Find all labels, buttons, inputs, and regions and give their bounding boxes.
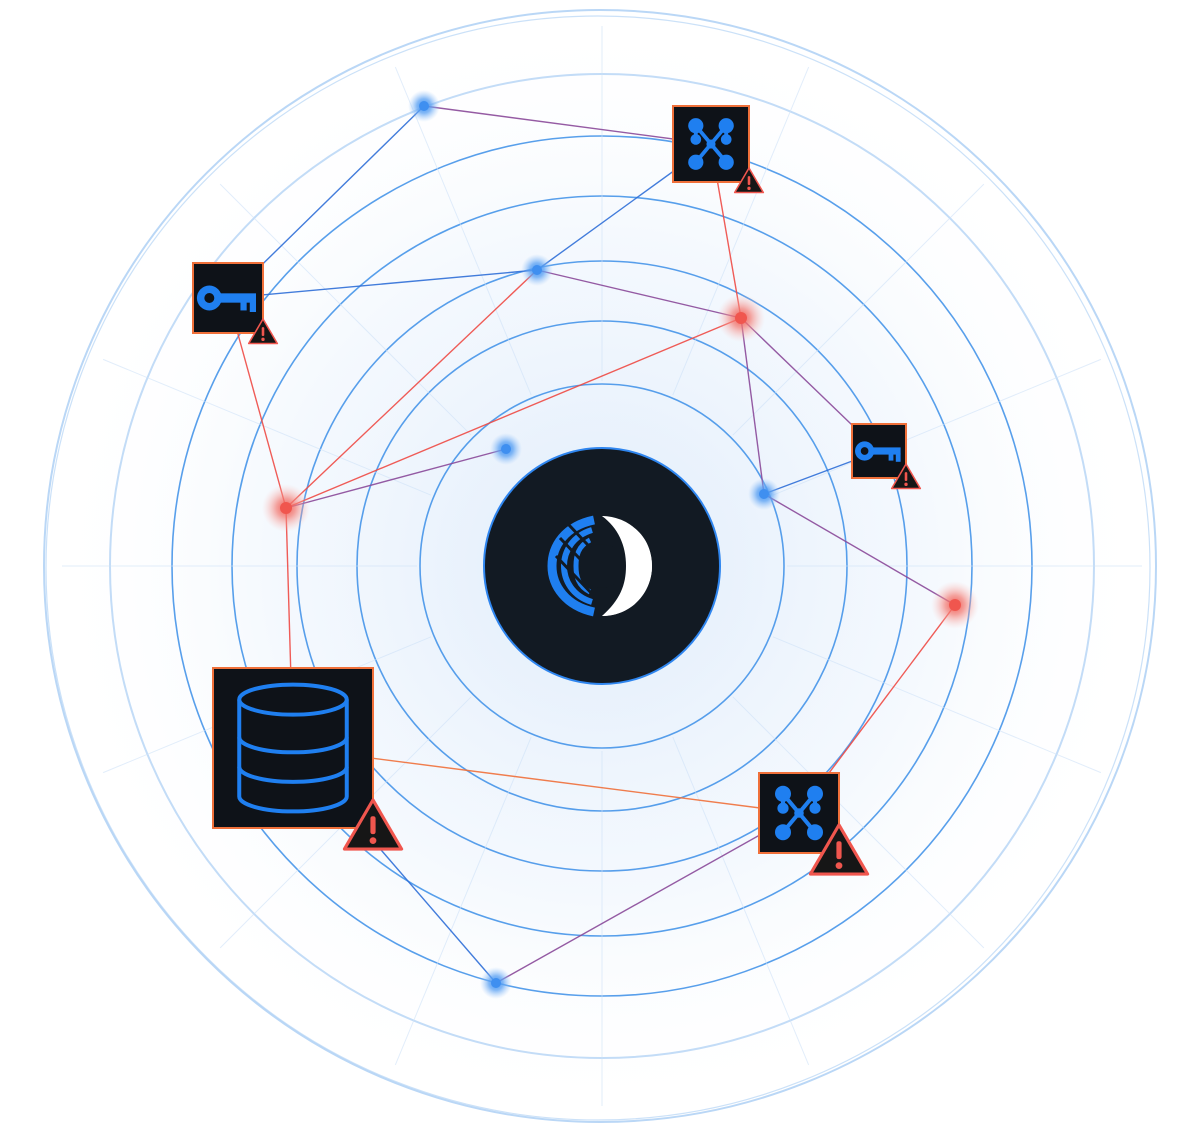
network-graph-icon: [688, 118, 734, 170]
asset-box: [212, 667, 374, 829]
connection-edge: [536, 269, 742, 319]
connection-edge: [763, 493, 956, 606]
radial-spoke: [732, 183, 985, 436]
connection-node[interactable]: [748, 478, 780, 510]
radial-spoke: [772, 636, 1102, 774]
key-icon: [196, 285, 256, 312]
database-icon: [237, 682, 349, 814]
warning-icon: [733, 167, 765, 194]
connection-edge: [740, 317, 765, 495]
radial-spoke: [772, 358, 1102, 496]
alert-node[interactable]: [262, 484, 310, 532]
connection-node[interactable]: [490, 433, 522, 465]
radial-spoke: [732, 696, 985, 949]
alert-node[interactable]: [717, 294, 765, 342]
radial-spoke: [672, 66, 810, 396]
connection-edge: [227, 269, 538, 299]
connection-edge: [495, 812, 800, 984]
warning-icon: [342, 798, 404, 851]
warning-icon: [247, 318, 279, 345]
connection-edge: [423, 105, 712, 145]
central-hub[interactable]: [483, 447, 721, 685]
radial-spoke: [672, 736, 810, 1066]
radial-spoke: [394, 736, 532, 1066]
connection-node[interactable]: [521, 254, 553, 286]
radial-spokes: [62, 26, 1142, 1106]
connection-node[interactable]: [408, 90, 440, 122]
graph-nodes: [192, 90, 979, 999]
network-graph-icon: [775, 785, 823, 841]
asset-node-network-graph[interactable]: [758, 772, 870, 876]
asset-node-key[interactable]: [192, 262, 279, 345]
asset-node-database[interactable]: [212, 667, 404, 851]
connection-edge: [292, 747, 800, 814]
connection-edge: [285, 269, 538, 509]
alert-node[interactable]: [931, 581, 979, 629]
radial-spoke: [219, 183, 472, 436]
radial-spoke: [394, 66, 532, 396]
warning-icon: [890, 463, 922, 490]
warning-icon: [808, 823, 870, 876]
cloud-security-logo: [547, 515, 652, 617]
connection-edge: [285, 317, 742, 509]
connection-edge: [285, 448, 507, 509]
orbit-ring: [43, 9, 1157, 1123]
orbit-ring: [45, 15, 1151, 1121]
key-icon: [855, 441, 901, 462]
radial-spoke: [102, 358, 432, 496]
orbit-ring: [419, 383, 785, 749]
connection-node[interactable]: [480, 967, 512, 999]
asset-node-network-graph[interactable]: [672, 105, 765, 194]
asset-node-key[interactable]: [851, 423, 922, 490]
